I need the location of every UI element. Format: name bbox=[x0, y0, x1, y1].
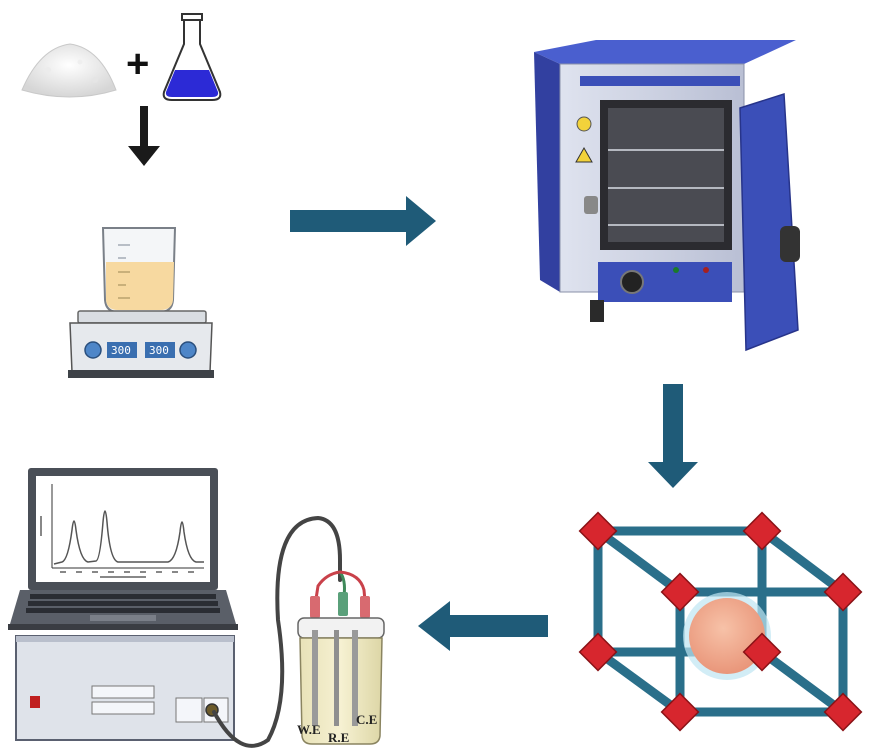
plus-sign: + bbox=[126, 42, 149, 86]
hotplate-display-left bbox=[107, 342, 137, 358]
arrow-down-from-oven bbox=[648, 384, 698, 488]
arrow-right-to-oven bbox=[290, 196, 436, 246]
potentiostat-instrument bbox=[15, 635, 235, 741]
drying-oven bbox=[534, 40, 800, 352]
label-counter-electrode: C.E bbox=[356, 712, 377, 727]
conical-flask bbox=[162, 13, 222, 101]
hotplate-knob-left bbox=[84, 341, 102, 359]
hotplate-stirrer: 300 300 bbox=[68, 227, 214, 378]
label-working-electrode: W.E bbox=[297, 722, 321, 737]
instrument-cable bbox=[212, 515, 342, 748]
electrochemical-cell: W.E R.E C.E bbox=[297, 570, 385, 745]
hotplate-display-right-value: 300 bbox=[149, 344, 169, 357]
beaker bbox=[101, 227, 177, 313]
oven-door bbox=[739, 92, 799, 352]
spectrum-plot bbox=[40, 484, 204, 578]
hotplate-knob-right bbox=[179, 341, 197, 359]
powder-pile bbox=[21, 43, 117, 98]
label-reference-electrode: R.E bbox=[328, 730, 349, 745]
arrow-down-reagents bbox=[128, 106, 160, 166]
laptop bbox=[8, 468, 238, 630]
hotplate-display-left-value: 300 bbox=[111, 344, 131, 357]
arrow-left-to-electrochemical-cell bbox=[418, 601, 548, 651]
framework-lattice-structure bbox=[578, 511, 863, 732]
power-switch bbox=[30, 696, 40, 708]
reagents-group: + bbox=[21, 13, 222, 101]
hotplate-display-right bbox=[145, 342, 175, 358]
